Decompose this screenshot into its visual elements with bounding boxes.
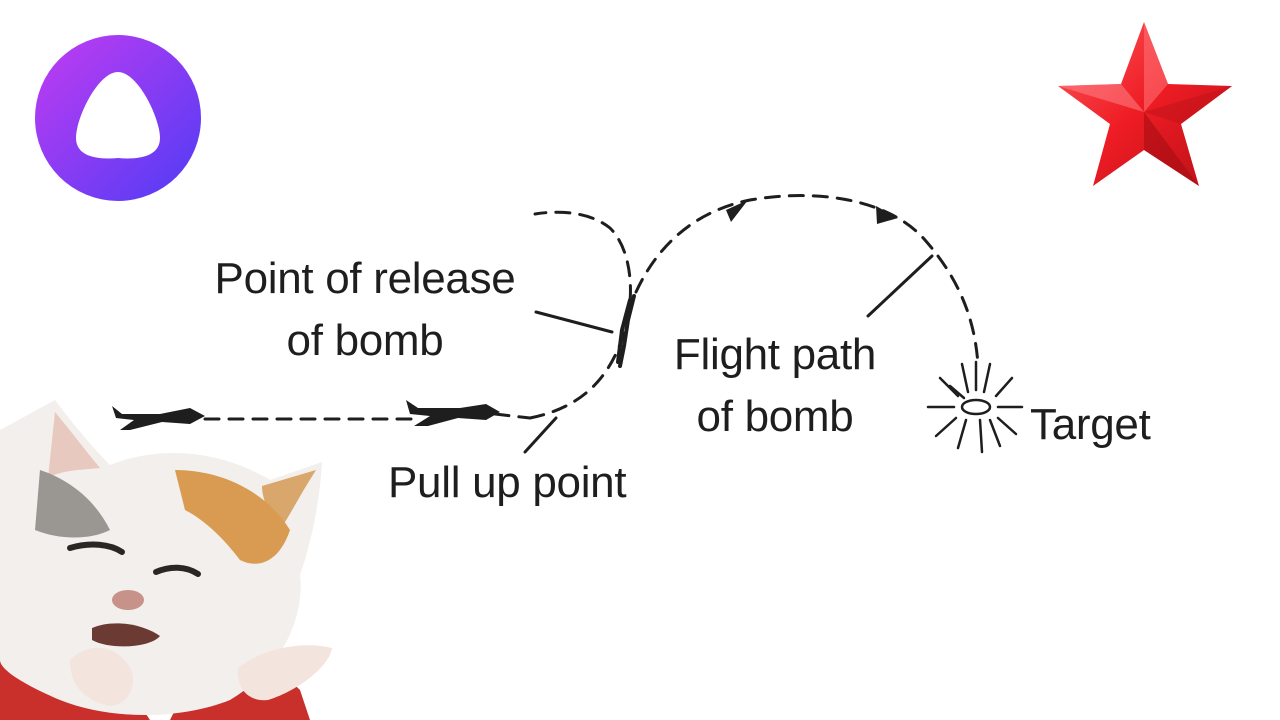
target-label: Target bbox=[1030, 400, 1151, 449]
release-label-line2: of bomb bbox=[286, 316, 444, 365]
airplane-icon bbox=[406, 400, 500, 426]
release-point-label: Point of release of bomb bbox=[185, 248, 545, 372]
bomb-icon bbox=[616, 294, 636, 368]
trajectory-arrow-icon bbox=[726, 200, 898, 224]
release-label-line1: Point of release bbox=[214, 254, 516, 303]
pull-up-point-label: Pull up point bbox=[388, 458, 627, 507]
cat-meme-image bbox=[0, 400, 332, 720]
callout-lines bbox=[523, 254, 934, 454]
target-burst-icon bbox=[926, 360, 1024, 454]
red-star-icon bbox=[1058, 22, 1232, 186]
flight-label-line1: Flight path bbox=[673, 330, 877, 379]
voice-assistant-logo-icon bbox=[35, 35, 201, 201]
flight-path bbox=[203, 194, 980, 421]
flight-label-line2: of bomb bbox=[696, 392, 854, 441]
airplane-icon bbox=[112, 406, 205, 430]
flight-path-label: Flight path of bomb bbox=[650, 324, 900, 448]
